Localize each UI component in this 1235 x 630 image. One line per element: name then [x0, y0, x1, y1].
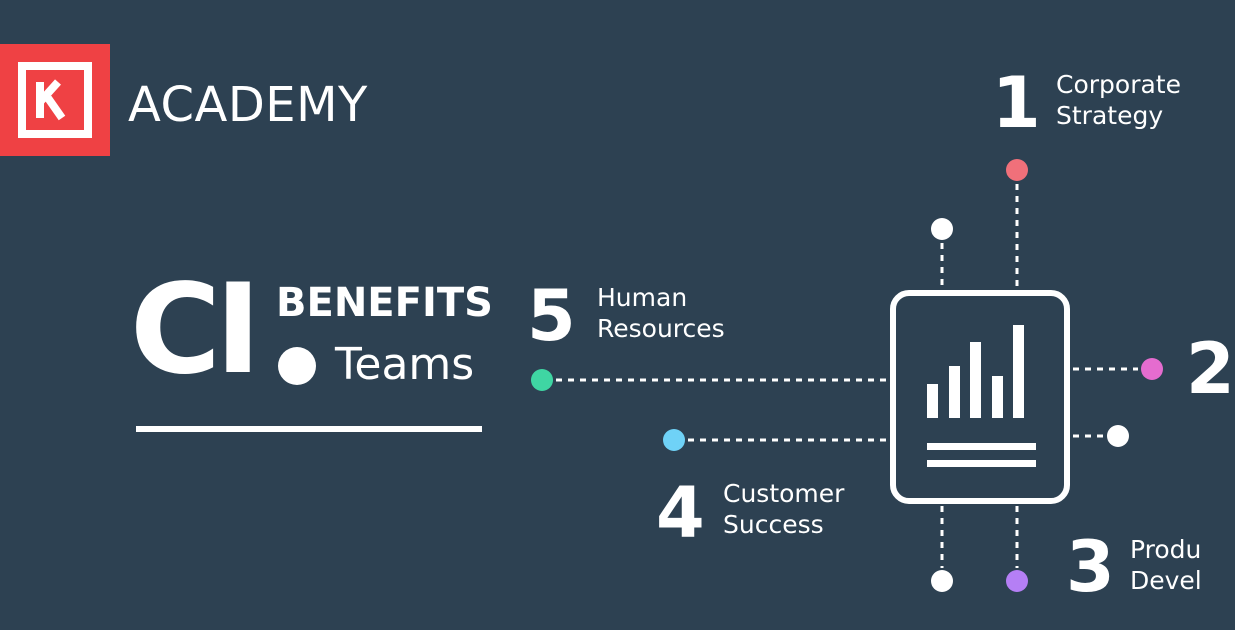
team-1-number: 1 — [992, 62, 1041, 144]
node-team-1 — [1006, 159, 1028, 181]
team-4-label-line1: Customer — [723, 479, 845, 508]
k-logo-icon — [18, 62, 92, 138]
team-5-label-line2: Resources — [597, 314, 725, 343]
team-5-number: 5 — [527, 275, 576, 357]
headline-main: CI — [130, 258, 261, 402]
team-4-number: 4 — [656, 472, 705, 554]
logo-box — [0, 44, 110, 156]
node-team-4 — [663, 429, 685, 451]
node-team-2 — [1141, 358, 1163, 380]
connector-diagram — [531, 159, 1163, 592]
bullet-dot — [278, 347, 316, 385]
bar-chart-document-icon — [890, 290, 1070, 504]
headline-underline — [136, 426, 482, 432]
team-3-number: 3 — [1066, 526, 1115, 608]
node-right-lower — [1107, 425, 1129, 447]
team-1-label-line1: Corporate — [1056, 70, 1181, 99]
team-3-label-line1: Produ — [1130, 535, 1202, 564]
team-5-label-line1: Human — [597, 283, 688, 312]
node-top-left — [931, 218, 953, 240]
node-team-5 — [531, 369, 553, 391]
connector-lines — [556, 184, 1138, 568]
team-3-label-line2: Devel — [1130, 566, 1202, 595]
node-bottom-left — [931, 570, 953, 592]
brand-name: ACADEMY — [128, 77, 368, 133]
headline-top: BENEFITS — [276, 280, 493, 326]
team-1-label-line2: Strategy — [1056, 101, 1164, 130]
team-4-label-line2: Success — [723, 510, 824, 539]
node-dots — [531, 159, 1163, 592]
node-team-3 — [1006, 570, 1028, 592]
team-2-number: 2 — [1186, 328, 1235, 410]
headline-bottom: Teams — [335, 339, 475, 390]
